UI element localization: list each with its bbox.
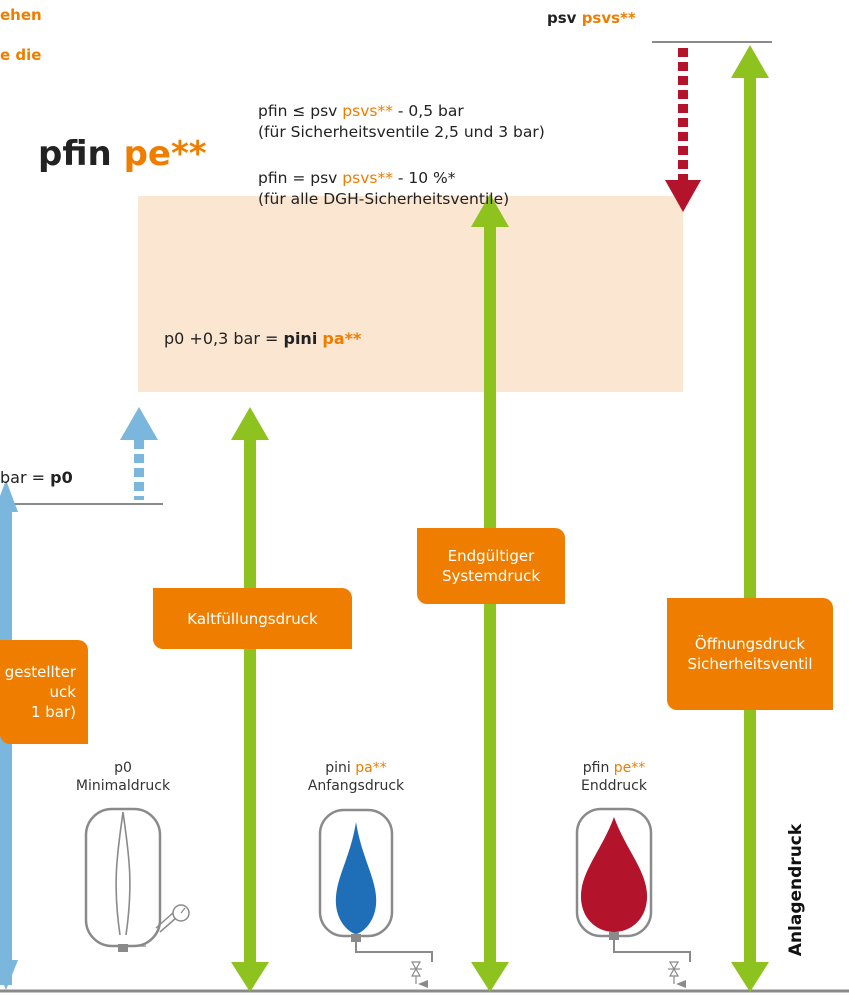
oeffnungsdruck-line-1: Öffnungsdruck xyxy=(694,635,806,653)
vessel-minimal-label: p0 Minimaldruck xyxy=(58,759,188,795)
set-pressure-line-1: gestellter xyxy=(4,663,76,681)
pini-formula: p0 +0,3 bar = pini pa** xyxy=(164,329,361,348)
vessel-initial-icon xyxy=(318,808,433,962)
vessel-final-bottom: Enddruck xyxy=(581,778,647,794)
psv-label: psv psvs** xyxy=(547,9,636,27)
set-pressure-line-2: uck xyxy=(49,683,76,701)
formula-2: pfin = psv psvs** - 10 %* (für alle DGH-… xyxy=(258,168,509,210)
formula-1-accent: psvs** xyxy=(342,102,393,120)
vessel-final-icon xyxy=(575,807,691,962)
systemdruck-line-1: Endgültiger xyxy=(447,547,535,565)
formula-2-accent: psvs** xyxy=(342,169,393,187)
vessel-initial-top: pini xyxy=(325,760,351,776)
green-arrow-kalt xyxy=(231,407,269,992)
pini-prefix: p0 +0,3 bar = xyxy=(164,329,284,348)
formula-1: pfin ≤ psv psvs** - 0,5 bar (für Sicherh… xyxy=(258,101,545,143)
p0-formula: bar = p0 xyxy=(0,468,73,487)
kaltfuellungsdruck-label: Kaltfüllungsdruck xyxy=(187,609,318,628)
vessel-minimal-bottom: Minimaldruck xyxy=(75,778,171,794)
p0-prefix: bar = xyxy=(0,468,51,487)
systemdruck-line-2: Systemdruck xyxy=(441,567,541,585)
oeffnungsdruck-box: Öffnungsdruck Sicherheitsventil xyxy=(667,598,833,710)
kaltfuellungsdruck-box: Kaltfüllungsdruck xyxy=(153,588,352,649)
header-line-2: e die xyxy=(0,46,42,64)
pressure-gauge-icon xyxy=(155,904,190,933)
blue-vertical-arrow xyxy=(0,480,18,990)
valve-icon xyxy=(668,961,686,988)
set-pressure-line-3: 1 bar) xyxy=(30,703,76,721)
vessel-initial-accent: pa** xyxy=(355,760,387,776)
formula-2-part1: pfin = psv xyxy=(258,169,343,187)
formula-2-part2: - 10 %* xyxy=(392,169,456,187)
pini-accent: pa** xyxy=(322,329,362,348)
formula-2-note: (für alle DGH-Sicherheitsventile) xyxy=(258,190,510,208)
vessel-minimal-icon xyxy=(84,807,162,952)
vessel-minimal-top: p0 xyxy=(114,760,132,776)
vessel-initial-label: pini pa** Anfangsdruck xyxy=(290,759,422,795)
set-pressure-box: gestellter uck 1 bar) xyxy=(0,640,88,744)
pfin-title: pfin pe** xyxy=(38,132,207,176)
valve-icon xyxy=(410,961,428,988)
pfin-title-accent: pe** xyxy=(123,134,207,174)
psv-text: psv xyxy=(547,9,577,27)
formula-1-part1: pfin ≤ psv xyxy=(258,102,343,120)
header-line-1: ehen xyxy=(0,6,42,24)
pressure-range-band xyxy=(138,196,683,392)
vessel-final-accent: pe** xyxy=(613,760,646,776)
axis-label-anlagendruck: Anlagendruck xyxy=(786,823,806,957)
pini-bold: pini xyxy=(283,329,318,348)
systemdruck-box: Endgültiger Systemdruck xyxy=(417,528,565,604)
vessel-final-label: pfin pe** Enddruck xyxy=(548,759,680,795)
red-dashed-arrow xyxy=(665,48,701,212)
oeffnungsdruck-line-2: Sicherheitsventil xyxy=(687,655,813,673)
formula-1-part2: - 0,5 bar xyxy=(392,102,464,120)
vessel-final-top: pfin xyxy=(582,760,610,776)
p0-bold: p0 xyxy=(50,468,73,487)
green-arrow-oeff xyxy=(731,45,769,992)
pfin-title-main: pfin xyxy=(38,134,112,174)
vessel-initial-bottom: Anfangsdruck xyxy=(307,778,405,794)
blue-dashed-arrow xyxy=(120,407,158,500)
psvs-text: psvs** xyxy=(581,9,636,27)
formula-1-note: (für Sicherheitsventile 2,5 und 3 bar) xyxy=(258,123,545,141)
